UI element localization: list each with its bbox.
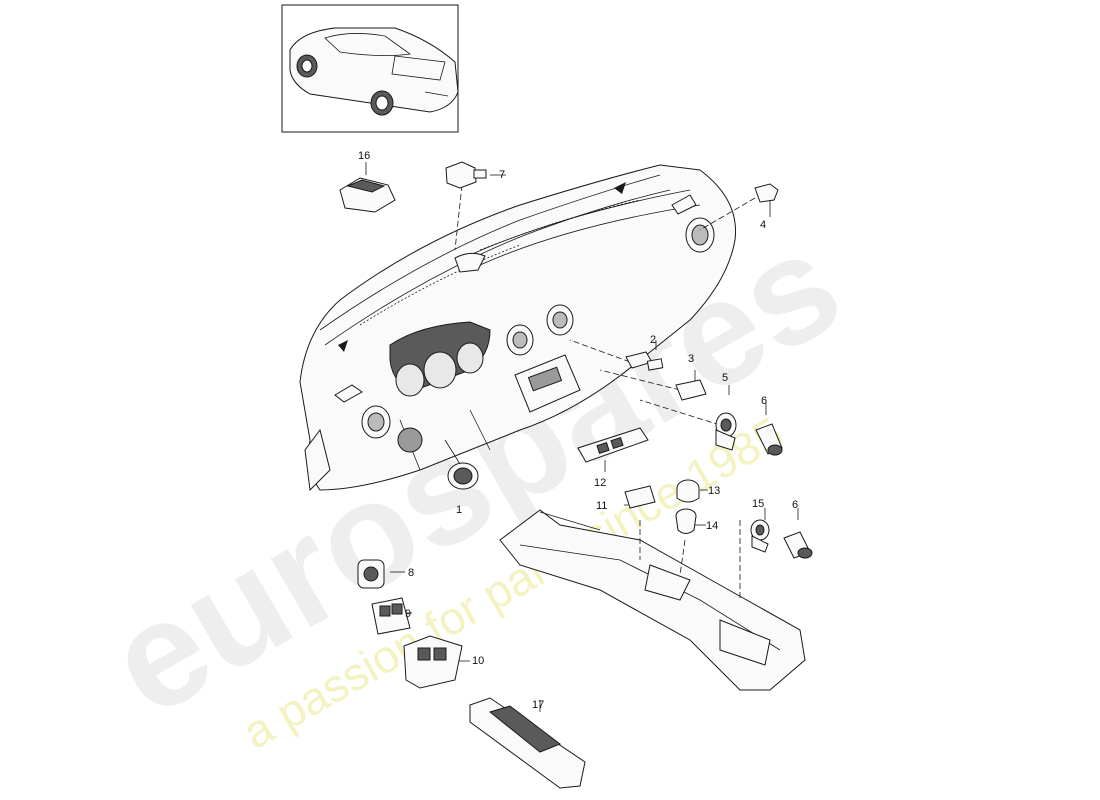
- part-5-socket: [715, 412, 737, 451]
- callout-10: 10: [472, 655, 484, 667]
- part-16-switch-block: [339, 177, 396, 213]
- part-10-switch-unit: [403, 635, 463, 689]
- callout-6-upper: 6: [761, 395, 767, 407]
- vehicle-thumbnail: [281, 4, 459, 133]
- callout-5: 5: [722, 372, 728, 384]
- part-6-lighter-upper: [755, 423, 783, 456]
- part-13-knob: [676, 479, 700, 503]
- callout-4: 4: [760, 219, 766, 231]
- callout-11: 11: [596, 500, 607, 512]
- callout-14: 14: [706, 520, 718, 532]
- callout-1: 1: [456, 504, 462, 516]
- part-1-knob: [447, 462, 479, 490]
- part-14-bracket: [675, 508, 697, 534]
- callout-3: 3: [688, 353, 694, 365]
- callout-17: 17: [532, 699, 544, 711]
- part-3-connector: [675, 379, 707, 401]
- center-console: [499, 509, 806, 691]
- callout-7: 7: [499, 169, 505, 181]
- part-8-control-knob: [357, 559, 385, 589]
- callout-9: 9: [405, 608, 411, 620]
- callout-12: 12: [594, 477, 606, 489]
- callout-labels: 1 2 3 4 5 6 6 7 8 9 10 11 12 13 14 15 16…: [358, 150, 798, 711]
- callout-15: 15: [752, 498, 764, 510]
- callout-16: 16: [358, 150, 370, 162]
- part-4-switch: [754, 183, 779, 203]
- callout-6-lower: 6: [792, 499, 798, 511]
- part-12-switch-panel: [577, 427, 649, 463]
- dashboard-panel: [299, 164, 737, 492]
- callout-13: 13: [708, 485, 720, 497]
- part-7-sensor: [445, 161, 487, 189]
- part-11-switch: [624, 485, 656, 509]
- leader-lines: [365, 162, 799, 712]
- callout-8: 8: [408, 567, 414, 579]
- part-17-window-switch: [469, 697, 586, 789]
- part-9-switch-panel: [371, 597, 411, 635]
- callout-2: 2: [650, 334, 656, 346]
- part-2-sensor: [625, 351, 664, 371]
- part-6-lighter-lower: [783, 531, 813, 559]
- part-15-socket: [750, 519, 770, 553]
